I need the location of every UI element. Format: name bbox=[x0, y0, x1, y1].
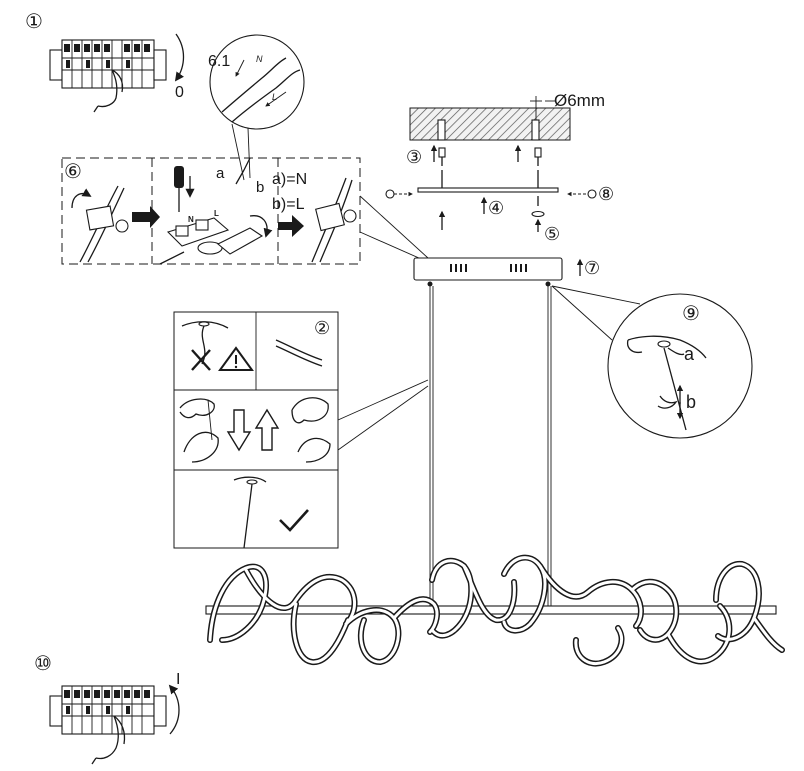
step-2-number: ② bbox=[314, 318, 330, 338]
hand-icon bbox=[291, 397, 331, 463]
cable-b-label: b bbox=[686, 392, 696, 412]
connector-closed-icon bbox=[311, 177, 357, 263]
step-7-number: ⑦ bbox=[584, 258, 600, 278]
terminal-l-label: L bbox=[214, 209, 219, 218]
step-9-cable-adjust: ⑨ a b bbox=[551, 285, 753, 439]
step-6-1-number: 6.1 bbox=[208, 53, 230, 70]
wire-a-label: a bbox=[216, 165, 225, 182]
warning-icon bbox=[218, 346, 254, 371]
mounting-bracket bbox=[417, 187, 559, 193]
arrow-right-icon bbox=[132, 206, 160, 228]
hand-icon bbox=[91, 715, 126, 765]
hand-icon bbox=[179, 398, 219, 463]
arrow-down-icon bbox=[226, 409, 252, 452]
hand-icon bbox=[667, 347, 685, 356]
screw-icon bbox=[430, 144, 446, 166]
step-9-number: ⑨ bbox=[682, 303, 700, 325]
wire-lead bbox=[235, 157, 251, 185]
chandelier-fixture bbox=[205, 554, 785, 667]
step-4-number: ④ bbox=[488, 198, 504, 218]
cable-coil-icon bbox=[275, 339, 323, 367]
step-6-wiring-panel: ⑥ N L a b a)=N bbox=[61, 157, 429, 265]
hand-icon bbox=[657, 395, 678, 409]
step-8-number: ⑧ bbox=[598, 184, 614, 204]
arrow-up-icon bbox=[254, 408, 280, 451]
zoom-detail-6-1: 6.1 N L bbox=[208, 34, 305, 181]
switch-off-icon: 0 bbox=[174, 33, 185, 101]
a-equals-n-label: a)=N bbox=[272, 171, 307, 188]
wire-b-label: b bbox=[256, 179, 264, 196]
screw-icon bbox=[534, 147, 542, 166]
zoom-l-label: L bbox=[272, 92, 277, 102]
step-2-cable-panel: ② bbox=[173, 311, 429, 549]
checkmark-icon bbox=[279, 509, 309, 532]
arrow-right-icon bbox=[278, 215, 304, 237]
cable-a-label: a bbox=[684, 344, 695, 364]
switch-on-icon: I bbox=[168, 671, 180, 735]
wire-terminal-icon: N L bbox=[159, 209, 273, 265]
rotate-arrow-icon bbox=[249, 215, 273, 238]
suspension-cables bbox=[427, 281, 552, 608]
zoom-n-label: N bbox=[256, 54, 263, 64]
step-10-number: ⑩ bbox=[34, 653, 52, 675]
b-equals-l-label: b)=L bbox=[272, 196, 305, 213]
step-10-power-on: ⑩ bbox=[34, 653, 180, 765]
terminal-block-icon bbox=[49, 685, 167, 735]
screwdriver-icon bbox=[174, 166, 195, 212]
step-5-number: ⑤ bbox=[544, 224, 560, 244]
step-1-power-off: ① bbox=[25, 11, 185, 113]
rotate-arrow-icon bbox=[71, 188, 92, 209]
step-6-number: ⑥ bbox=[64, 161, 82, 183]
off-symbol: 0 bbox=[175, 84, 184, 101]
hand-icon bbox=[93, 69, 124, 113]
step-1-number: ① bbox=[25, 11, 43, 33]
terminal-block-icon bbox=[49, 39, 167, 89]
wire-detail-icon bbox=[221, 57, 301, 123]
on-symbol: I bbox=[176, 671, 180, 688]
step-3-number: ③ bbox=[406, 147, 422, 167]
led-loops-inner bbox=[208, 556, 784, 665]
connector-open-icon bbox=[71, 185, 129, 263]
terminal-n-label: N bbox=[188, 215, 194, 224]
ceiling-canopy bbox=[413, 257, 563, 281]
cross-icon bbox=[191, 349, 211, 371]
drill-size-label: Ø6mm bbox=[554, 91, 605, 110]
ceiling-icon bbox=[409, 107, 571, 141]
ceiling-mounting: Ø6mm ③ ⑧ ④ ⑤ bbox=[385, 91, 614, 281]
